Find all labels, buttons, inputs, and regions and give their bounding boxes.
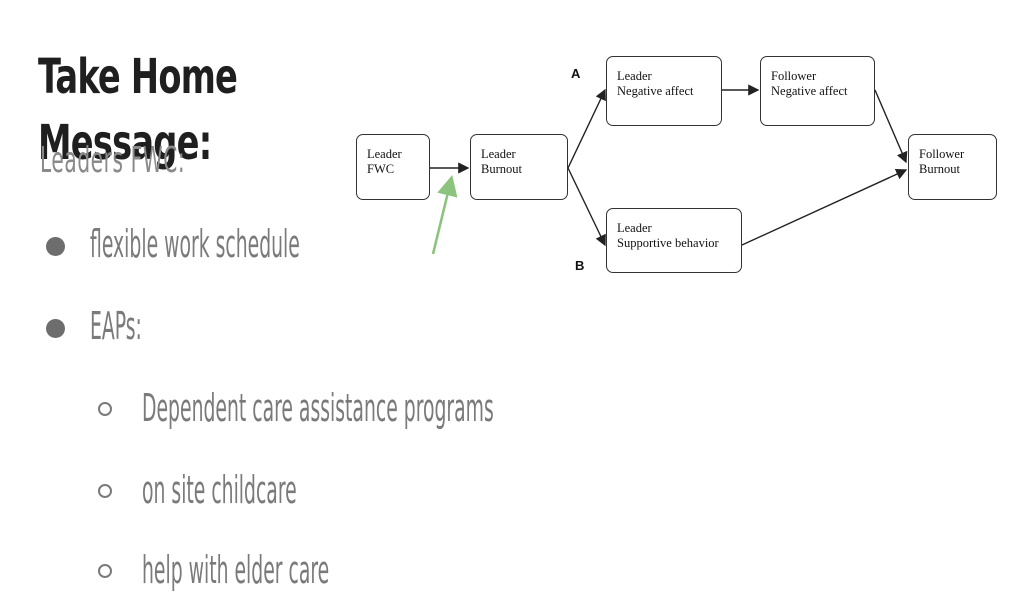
slide-title: Take Home Message: <box>38 49 238 171</box>
node-follower-negative-affect: Follower Negative affect <box>760 56 875 126</box>
bullet-item: flexible work schedule <box>90 222 300 266</box>
node-label: Supportive behavior <box>617 236 719 250</box>
bullet-dot <box>46 319 65 338</box>
node-label: FWC <box>367 162 395 176</box>
sub-bullet-ring <box>98 402 112 416</box>
node-label: Leader <box>367 147 402 161</box>
node-leader-fwc: Leader FWC <box>356 134 430 200</box>
bullet-dot <box>46 237 65 256</box>
slide-subtitle: Leaders FWC: <box>40 140 186 181</box>
node-label: Negative affect <box>771 84 848 98</box>
node-leader-burnout: Leader Burnout <box>470 134 568 200</box>
bullet-item: EAPs: <box>90 304 142 348</box>
path-label-a: A <box>571 66 581 81</box>
node-label: Negative affect <box>617 84 694 98</box>
highlight-arrow <box>431 174 458 255</box>
node-label: Follower <box>771 69 817 83</box>
node-leader-supportive-behavior: Leader Supportive behavior <box>606 208 742 273</box>
node-follower-burnout: Follower Burnout <box>908 134 997 200</box>
edge-follower-affect-burnout <box>874 89 908 164</box>
node-label: Follower <box>919 147 965 161</box>
node-label: Leader <box>481 147 516 161</box>
edge-burnout-supportive <box>567 167 606 247</box>
node-label: Leader <box>617 69 652 83</box>
path-label-b: B <box>575 258 585 273</box>
sub-bullet-item: Dependent care assistance programs <box>142 386 494 430</box>
sub-bullet-ring <box>98 484 112 498</box>
sub-bullet-item: on site childcare <box>142 468 297 512</box>
edge-burnout-negative-affect <box>567 88 606 169</box>
node-label: Burnout <box>481 162 522 176</box>
node-label: Burnout <box>919 162 960 176</box>
edge-supportive-burnout <box>741 168 908 246</box>
node-label: Leader <box>617 221 652 235</box>
node-leader-negative-affect: Leader Negative affect <box>606 56 722 126</box>
diagram-connectors <box>430 84 908 255</box>
